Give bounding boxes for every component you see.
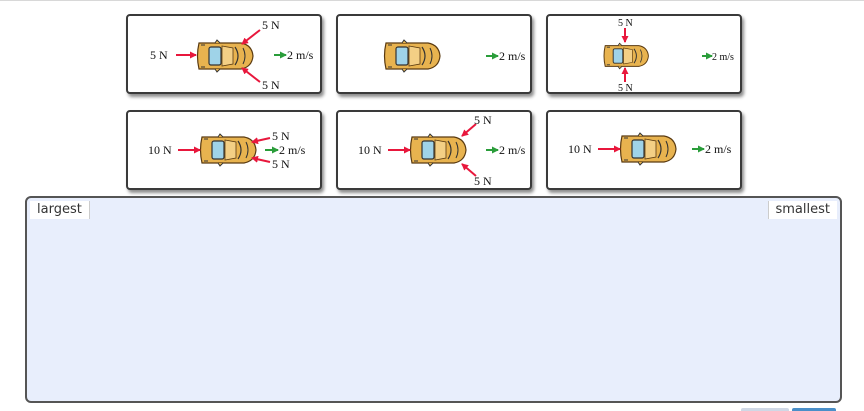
lower-force-arrow [241, 67, 261, 83]
left-force-label: 10 N [568, 142, 592, 156]
smallest-label: smallest [767, 201, 837, 219]
upper-force-arrow [251, 137, 271, 145]
upper-force-arrow [241, 29, 261, 45]
velocity-label: 2 m/s [499, 143, 526, 157]
left-force-label: 10 N [358, 143, 382, 157]
car-icon [619, 132, 677, 166]
left-force-label: 10 N [148, 143, 172, 157]
car-diagram-4: 10 N 5 N 5 N 2 m/s [148, 129, 306, 171]
velocity-label: 2 m/s [287, 48, 314, 62]
upper-force-label: 5 N [474, 113, 492, 127]
car-diagram-1: 5 N 5 N 5 N 2 m/s [150, 18, 314, 92]
largest-label: largest [30, 201, 90, 219]
car-diagram-3: 5 N 5 N 2 m/s [603, 18, 734, 92]
car-card-5[interactable]: 10 N 5 N 5 N 2 m/s [336, 110, 532, 190]
car-icon [196, 39, 254, 73]
car-card-1[interactable]: 5 N 5 N 5 N 2 m/s [126, 14, 322, 94]
velocity-label: 2 m/s [705, 142, 732, 156]
upper-force-label: 5 N [272, 129, 290, 143]
velocity-label: 2 m/s [499, 49, 526, 63]
submit-button[interactable] [792, 408, 836, 411]
car-card-4[interactable]: 10 N 5 N 5 N 2 m/s [126, 110, 322, 190]
upper-force-arrow [461, 123, 477, 137]
top-divider [0, 0, 864, 1]
lower-force-arrow [461, 163, 477, 177]
ranking-drop-zone[interactable]: largest smallest [25, 196, 842, 403]
velocity-label: 2 m/s [279, 143, 306, 157]
car-icon [383, 39, 441, 73]
car-diagram-5: 10 N 5 N 5 N 2 m/s [358, 113, 526, 188]
upper-force-label: 5 N [262, 18, 280, 32]
car-card-2[interactable]: 2 m/s [336, 14, 532, 94]
lower-force-label: 5 N [474, 174, 492, 188]
top-force-label: 5 N [618, 18, 633, 29]
car-icon [603, 42, 649, 70]
lower-force-label: 5 N [262, 78, 280, 92]
bottom-force-label: 5 N [618, 83, 633, 92]
car-diagram-2: 2 m/s [383, 39, 526, 73]
lower-force-label: 5 N [272, 157, 290, 171]
car-card-3[interactable]: 5 N 5 N 2 m/s [546, 14, 742, 94]
car-icon [199, 133, 257, 167]
left-force-label: 5 N [150, 48, 168, 62]
car-diagram-6: 10 N 2 m/s [568, 132, 732, 166]
car-icon [409, 133, 467, 167]
car-card-6[interactable]: 10 N 2 m/s [546, 110, 742, 190]
velocity-label: 2 m/s [712, 52, 734, 63]
reset-button[interactable] [741, 408, 789, 411]
lower-force-arrow [251, 155, 271, 163]
